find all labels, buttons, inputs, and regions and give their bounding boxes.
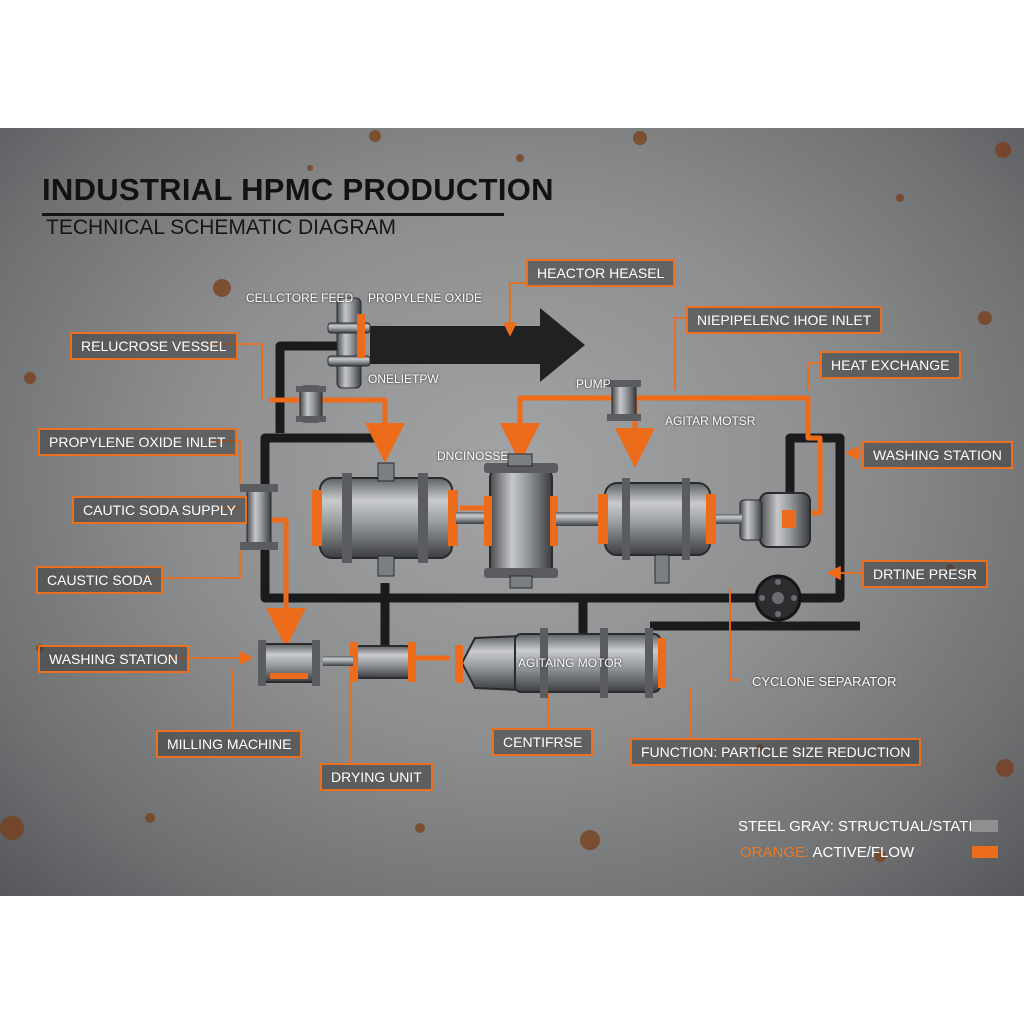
label-milling-machine: MILLING MACHINE <box>156 730 303 758</box>
leader-lines <box>143 282 862 763</box>
pump <box>607 380 641 421</box>
feed-valve <box>327 297 371 389</box>
title-underline <box>42 213 504 216</box>
diagram-subtitle: TECHNICAL SCHEMATIC DIAGRAM <box>46 216 397 239</box>
legend-structural-text: STEEL GRAY: STRUCTUAL/STATIC <box>738 818 984 835</box>
label-function-note: FUNCTION: PARTICLE SIZE REDUCTION <box>630 738 922 766</box>
caption-dncinosse: DNCINOSSE <box>437 449 509 463</box>
legend-flow-key: ORANGE: <box>740 844 810 861</box>
caption-agitating-motor: AGITAING MOTOR <box>518 656 623 670</box>
caption-propylene-oxide: PROPYLENE OXIDE <box>368 291 483 305</box>
central-vessel <box>484 453 606 589</box>
inlet-valve <box>240 484 278 550</box>
agitating-motor-unit <box>455 628 666 698</box>
reactor-vessel <box>312 462 490 577</box>
label-reactor-vessel: HEACTOR HEASEL <box>526 259 676 287</box>
legend-flow-text: ACTIVE/FLOW <box>812 844 915 861</box>
label-caustic-soda: CAUSTIC SODA <box>36 566 164 594</box>
legend-flow: ORANGE: ACTIVE/FLOW <box>740 844 914 861</box>
legend-structural: STEEL GRAY: STRUCTUAL/STATIC <box>738 818 983 835</box>
caption-cyclone-separator: CYCLONE SEPARATOR <box>752 674 897 689</box>
label-washing-station-right: WASHING STATION <box>862 441 1013 469</box>
caption-agitar-motor: AGITAR MOTSR <box>665 414 756 428</box>
caption-onelietpw: ONELIETPW <box>368 372 439 386</box>
label-propylene-oxide-inlet-right: NIEPIPELENC IHOE INLET <box>686 306 883 334</box>
rust-texture <box>0 130 1014 862</box>
label-caustic-soda-supply: CAUTIC SODA SUPPLY <box>72 496 248 524</box>
label-drying-unit: DRYING UNIT <box>320 763 433 791</box>
schematic-drawing <box>0 130 1014 862</box>
label-centifrse: CENTIFRSE <box>492 728 594 756</box>
structural-pipes <box>260 341 860 648</box>
drying-unit <box>323 642 416 682</box>
label-heat-exchange: HEAT EXCHANGE <box>820 351 961 379</box>
label-drying-press: DRTINE PRESR <box>862 560 988 588</box>
cyclone-separator <box>754 574 802 622</box>
label-propylene-oxide-inlet-left: PROPYLENE OXIDE INLET <box>38 428 237 456</box>
caption-pump: PUMP <box>576 377 611 391</box>
legend-flow-swatch <box>972 846 998 858</box>
heat-exchanger <box>716 492 811 548</box>
label-washing-station-left: WASHING STATION <box>38 645 189 673</box>
legend-structural-swatch <box>972 820 998 832</box>
small-valve-left <box>296 385 326 423</box>
caption-cellulose-feed: CELLCTORE FEED <box>246 291 354 305</box>
schematic-panel: INDUSTRIAL HPMC PRODUCTION TECHNICAL SCH… <box>0 128 1024 896</box>
agitated-vessel <box>598 478 716 584</box>
diagram-title: INDUSTRIAL HPMC PRODUCTION <box>42 172 554 207</box>
washing-station-unit <box>258 640 320 686</box>
process-flow-arrow <box>370 308 585 382</box>
label-relucrose-vessel: RELUCROSE VESSEL <box>70 332 238 360</box>
